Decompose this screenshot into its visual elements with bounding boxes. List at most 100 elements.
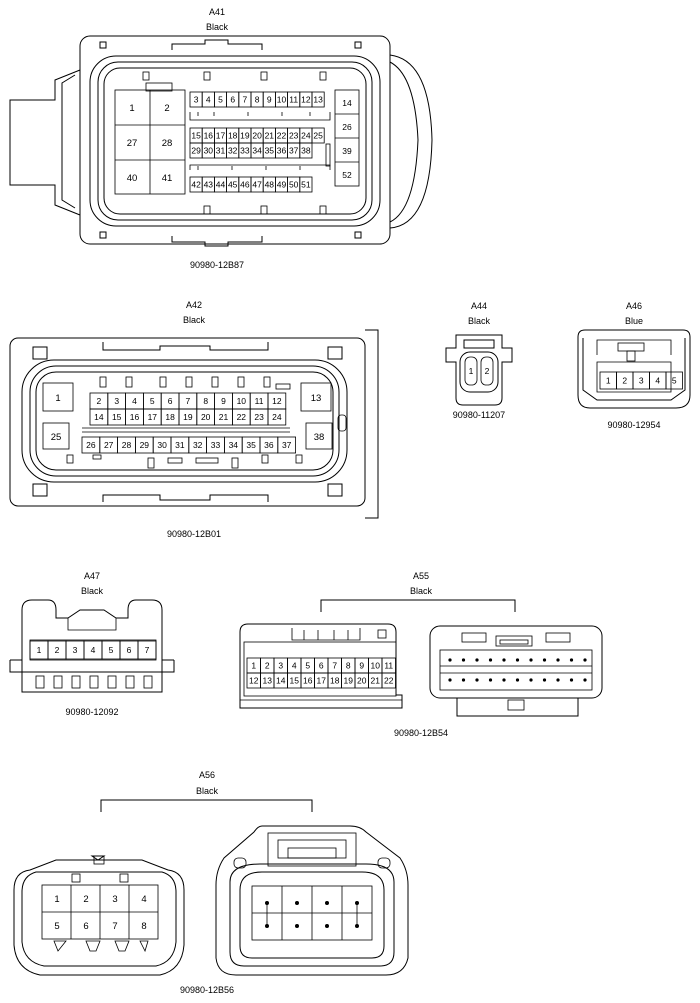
a56-terminal-dot: [325, 901, 329, 905]
a47-id: A47: [84, 571, 100, 581]
a55-pin: 9: [359, 661, 364, 671]
a42-pin: 11: [255, 396, 264, 406]
a42-pin: 19: [183, 412, 193, 422]
a55-terminal-dot: [542, 678, 547, 682]
a41-pin: 44: [216, 180, 226, 190]
a41-pin: 5: [218, 95, 223, 105]
a41-pin: 43: [204, 180, 214, 190]
a41-pin: 9: [267, 95, 272, 105]
a55-pin: 1: [251, 661, 256, 671]
a46-id: A46: [626, 301, 642, 311]
a46-part-number: 90980-12954: [607, 420, 660, 430]
a55-pin: 11: [384, 661, 393, 671]
a41-pin-cell: [311, 127, 325, 144]
a42-pin-big: 13: [311, 393, 322, 404]
a41-pin-big: 27: [127, 138, 138, 149]
a42-pin: 3: [114, 396, 119, 406]
a42-pin: 30: [157, 440, 167, 450]
a42-pin: 15: [112, 412, 122, 422]
a41-pin: 50: [289, 180, 299, 190]
a41-pin: 3: [194, 95, 199, 105]
a41-pin-right: 14: [342, 98, 352, 108]
a47-pin: 6: [127, 645, 132, 655]
connector-a41: A41 Black 1 2: [9, 7, 433, 270]
a55-terminal-dot: [475, 678, 479, 682]
a56-pin: 3: [112, 894, 117, 905]
a55-terminal-dot: [583, 658, 587, 662]
a41-color: Black: [206, 22, 229, 32]
a55-terminal-dot: [502, 678, 506, 682]
a55-pin: 15: [290, 676, 300, 686]
a55-terminal-dot: [448, 678, 452, 682]
a42-pin: 21: [219, 412, 229, 422]
a55-pin: 18: [330, 676, 340, 686]
a41-pin: 20: [252, 131, 262, 141]
a56-pin: 7: [112, 921, 117, 932]
a46-pin: 3: [639, 376, 644, 386]
a41-pin: 36: [277, 146, 287, 156]
a42-pin: 23: [254, 412, 264, 422]
a41-pin: 19: [240, 131, 250, 141]
a42-pin: 31: [175, 440, 185, 450]
a55-pin: 7: [332, 661, 337, 671]
a42-pin: 20: [201, 412, 211, 422]
a44-pin: 2: [485, 366, 490, 376]
a41-pin: 31: [216, 146, 226, 156]
a56-terminal-dot: [325, 924, 329, 928]
a41-pin-big: 41: [162, 173, 173, 184]
a46-pin: 5: [672, 376, 677, 386]
a41-pin-right: 26: [342, 122, 352, 132]
a47-pin: 7: [145, 645, 150, 655]
a55-terminal-dot: [448, 658, 452, 662]
connector-a44: A44 Black 1 2 90980-11207: [445, 301, 513, 420]
a41-pin: 49: [277, 180, 287, 190]
a41-pin: 23: [289, 131, 299, 141]
a55-terminal-dot: [529, 658, 533, 662]
a55-pin: 20: [357, 676, 367, 686]
a55-terminal-dot: [488, 658, 493, 662]
a41-pin: 6: [230, 95, 235, 105]
a55-terminal-dot: [515, 678, 520, 682]
a41-pin: 47: [252, 180, 262, 190]
a55-terminal-dot: [475, 658, 479, 662]
a41-part-number: 90980-12B87: [190, 260, 244, 270]
a41-pin: 16: [204, 131, 214, 141]
a42-pin: 17: [148, 412, 158, 422]
a46-pin: 4: [655, 376, 660, 386]
a46-pin-cell: [665, 371, 683, 390]
a41-id: A41: [209, 7, 225, 17]
a55-pin: 17: [317, 676, 327, 686]
a41-pin-big: 28: [162, 138, 173, 149]
a42-pin-cell: [267, 408, 287, 426]
a42-pin-cell: [277, 436, 296, 454]
a55-terminal-dot: [515, 658, 520, 662]
a41-pin: 51: [301, 180, 311, 190]
a55-pin: 2: [265, 661, 270, 671]
a56-pin: 4: [141, 894, 146, 905]
a41-pin: 30: [204, 146, 214, 156]
a41-pin: 11: [289, 95, 298, 105]
a55-bracket: [320, 599, 516, 612]
a41-pin-big: 40: [127, 173, 138, 184]
a42-pin: 22: [237, 412, 247, 422]
a41-pin: 33: [240, 146, 250, 156]
a41-pin: 45: [228, 180, 238, 190]
a56-pin: 2: [83, 894, 88, 905]
a56-pin: 6: [83, 921, 88, 932]
a44-part-number: 90980-11207: [453, 410, 505, 420]
a42-part-number: 90980-12B01: [167, 529, 221, 539]
a56-terminal-dot: [295, 901, 299, 905]
a47-color: Black: [81, 586, 104, 596]
a42-pin-big: 25: [51, 432, 62, 443]
a41-pin-cell: [311, 91, 325, 108]
a55-pin: 5: [305, 661, 310, 671]
a42-id: A42: [186, 300, 202, 310]
a42-pin: 2: [97, 396, 102, 406]
a56-terminal-dot: [295, 924, 299, 928]
a42-pin: 4: [132, 396, 137, 406]
a55-pin: 22: [384, 676, 394, 686]
a42-pin: 8: [203, 396, 208, 406]
a47-pin: 4: [91, 645, 96, 655]
